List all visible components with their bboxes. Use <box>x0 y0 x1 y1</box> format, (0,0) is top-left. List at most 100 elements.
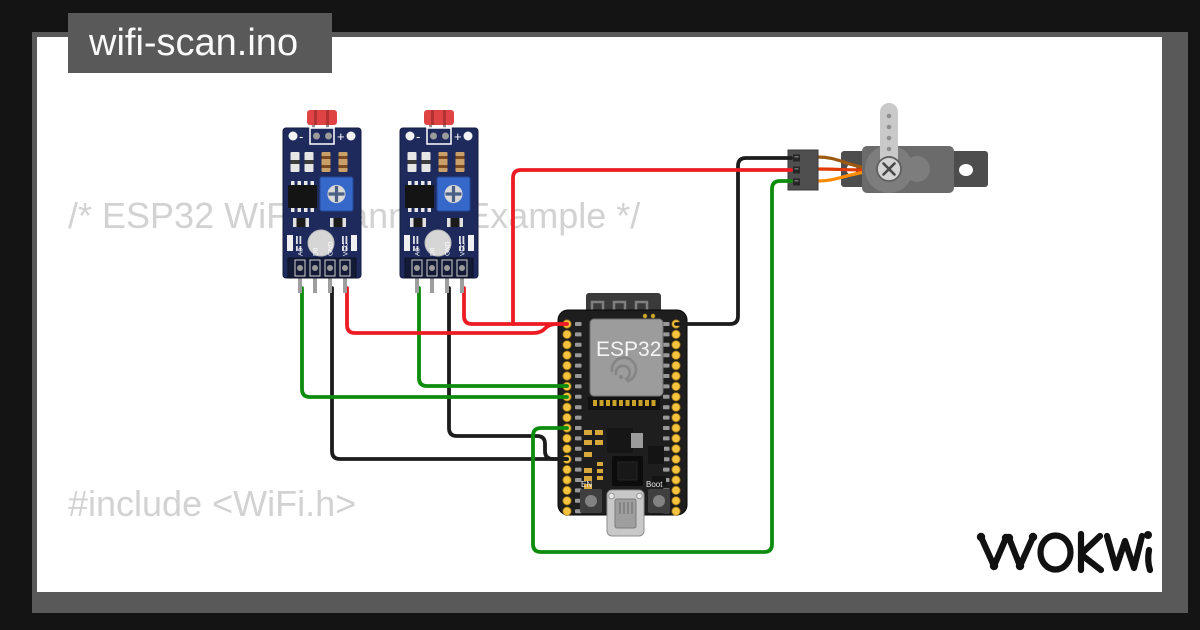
esp32-pin-headers <box>562 319 681 516</box>
servo-motor[interactable] <box>787 103 988 193</box>
pin-silk-label <box>663 332 670 337</box>
esp32-pin[interactable] <box>671 423 681 433</box>
esp32-pin[interactable] <box>562 350 572 360</box>
filename-text: wifi-scan.ino <box>89 21 299 64</box>
pin-silk-label <box>663 436 670 441</box>
code-line: #include <WiFi.h> <box>68 483 357 524</box>
esp32-pin[interactable] <box>562 360 572 371</box>
wire-ldr-left-gnd[interactable] <box>330 286 569 461</box>
esp32-pin[interactable] <box>671 350 681 360</box>
gold-dot <box>650 313 656 319</box>
pin-silk-label <box>663 457 670 462</box>
esp32-board[interactable]: ESP32 <box>557 293 688 537</box>
wire-ldr-left-a0[interactable] <box>300 286 569 399</box>
wire-ldr-right-vcc[interactable] <box>462 286 569 326</box>
esp32-pin[interactable] <box>562 340 572 350</box>
wire-servo-vcc[interactable] <box>511 168 793 326</box>
diagram-canvas: /* ESP32 WiFi Scanning Example */ #inclu… <box>37 37 1162 592</box>
esp32-pin[interactable] <box>671 475 681 485</box>
wokwi-logo <box>976 530 1154 574</box>
pin-silk-label <box>663 374 670 378</box>
pin-silk-label <box>663 363 670 368</box>
esp32-pin[interactable] <box>671 433 681 443</box>
horn-screw <box>876 156 902 182</box>
esp32-pin[interactable] <box>671 412 681 423</box>
pin-silk-label <box>575 374 582 378</box>
pin-silk-label <box>575 322 582 326</box>
esp32-pin[interactable] <box>671 371 681 381</box>
en-button-cap <box>585 495 597 507</box>
servo-horn <box>880 103 898 173</box>
wire-servo-gnd[interactable] <box>674 156 793 326</box>
esp32-pin[interactable] <box>671 506 681 516</box>
esp32-pin[interactable] <box>671 340 681 350</box>
pin-silk-label <box>575 457 582 462</box>
pin-silk-label <box>663 322 670 326</box>
regulator-tab <box>631 433 643 448</box>
pin-silk-label <box>575 342 582 347</box>
wires <box>300 156 793 554</box>
esp32-pin[interactable] <box>671 360 681 371</box>
pin-silk-label <box>575 446 582 451</box>
esp32-pin[interactable] <box>562 444 572 454</box>
gear-housing-small <box>904 156 930 182</box>
wire-ldr-right-a0[interactable] <box>417 286 569 388</box>
esp32-pin[interactable] <box>562 506 572 516</box>
pin-silk-label <box>663 353 670 358</box>
esp32-pin[interactable] <box>562 329 572 339</box>
esp32-pin[interactable] <box>671 329 681 339</box>
esp32-pin[interactable] <box>671 496 681 506</box>
mount-hole <box>959 164 973 176</box>
pin-silk-label <box>575 384 582 389</box>
esp32-pin[interactable] <box>671 381 681 391</box>
wire-ldr-right-gnd[interactable] <box>447 286 569 461</box>
logo-circuit-dots <box>976 531 1152 571</box>
chip-top <box>617 461 638 481</box>
pin-silk-label <box>663 342 670 347</box>
pin-silk-label <box>663 446 670 451</box>
pin-silk-label <box>663 384 670 389</box>
esp32-pin[interactable] <box>562 412 572 423</box>
pin-silk-label <box>663 426 670 430</box>
antenna-trace <box>590 300 649 314</box>
esp32-pin[interactable] <box>562 433 572 443</box>
pin-silk-label <box>575 426 582 430</box>
esp32-pin[interactable] <box>562 402 572 412</box>
pin-silk-label <box>575 498 582 503</box>
esp32-pin[interactable] <box>562 475 572 485</box>
shield-pads <box>593 400 656 406</box>
pin-silk-label <box>575 332 582 337</box>
pin-silk-label <box>663 394 670 399</box>
boot-button-cap <box>653 495 665 507</box>
pin-silk-label <box>575 394 582 399</box>
en-button-label: EN <box>581 480 592 489</box>
esp32-pin[interactable] <box>671 454 681 464</box>
espressif-logo-icon <box>610 356 638 383</box>
pin-silk-label <box>575 436 582 441</box>
wire-servo-signal[interactable] <box>531 179 793 554</box>
esp32-pin[interactable] <box>562 371 572 381</box>
esp32-pin[interactable] <box>671 444 681 454</box>
esp32-pin[interactable] <box>562 485 572 495</box>
wire-ldr-left-vcc[interactable] <box>345 286 569 335</box>
esp32-pin[interactable] <box>671 464 681 475</box>
pin-silk-label <box>575 467 582 472</box>
esp32-pin[interactable] <box>562 464 572 475</box>
ldr-module-right[interactable] <box>398 108 480 295</box>
esp32-pin[interactable] <box>562 496 572 506</box>
shield-pad-row <box>588 397 660 410</box>
servo-lead-wires <box>816 155 868 183</box>
servo-connector <box>787 149 819 191</box>
esp32-chip-label: ESP32 <box>596 338 661 361</box>
voltage-regulator <box>607 428 633 453</box>
esp32-pin[interactable] <box>671 392 681 402</box>
esp32-pin[interactable] <box>671 402 681 412</box>
gold-dot <box>642 313 648 319</box>
micro-usb-port <box>606 489 645 537</box>
ldr-module-left[interactable] <box>281 108 363 295</box>
pin-silk-label <box>575 509 582 514</box>
pin-silk-label <box>575 405 582 410</box>
pin-silk-label <box>575 478 582 482</box>
esp32-pin[interactable] <box>671 485 681 495</box>
